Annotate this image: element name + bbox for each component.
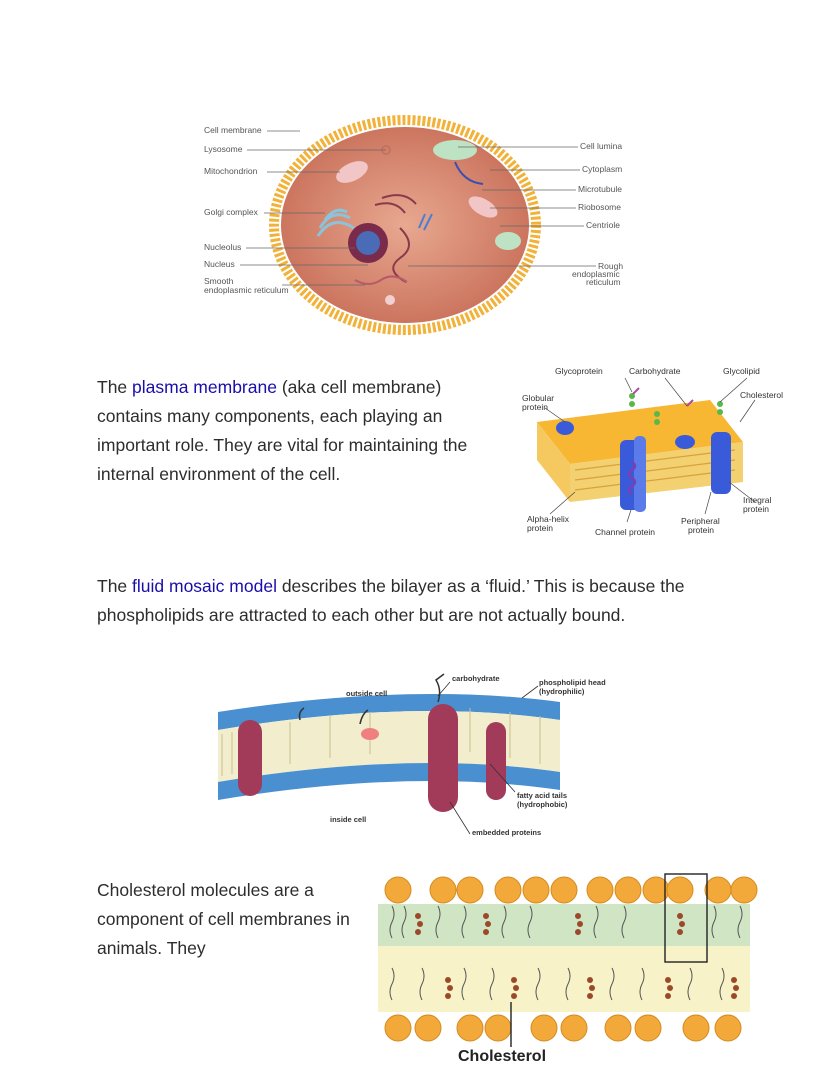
fluid-mosaic-diagram: carbohydrate phospholipid head (hydrophi… [210,672,630,847]
paragraph-plasma-membrane: The plasma membrane (aka cell membrane) … [97,373,507,489]
label-nucleus: Nucleus [204,259,235,269]
paragraph-fluid-mosaic: The fluid mosaic model describes the bil… [97,572,717,630]
label-embedded-proteins: embedded proteins [472,828,542,837]
label-integral: Integral [743,495,772,505]
label-globular-protein: protein [522,402,548,412]
label-inside-cell: inside cell [330,815,367,824]
para1-rest: (aka cell membrane) contains many compon… [97,377,468,484]
cholesterol-bilayer-illustration [378,873,758,1047]
para2-prefix: The [97,576,133,596]
label-peripheral-protein: protein [688,525,714,535]
cell-illustration [240,115,596,335]
label-ribosome: Riobosome [578,202,621,212]
label-microtubule: Microtubule [578,184,622,194]
label-cholesterol: Cholesterol [740,390,783,400]
label-fatty-acid-tails: fatty acid tails [517,791,568,800]
label-carbohydrate: Carbohydrate [629,366,681,376]
label-alpha-helix-protein: protein [527,523,553,533]
label-alpha-helix: Alpha-helix [527,514,570,524]
para1-prefix: The [97,377,133,397]
membrane-illustration [537,377,756,523]
label-nucleolus: Nucleolus [204,242,242,252]
label-reticulum: reticulum [586,277,621,287]
label-hydrophobic: (hydrophobic) [517,800,568,809]
label-cell-lumina: Cell lumina [580,141,623,151]
para3-text: Cholesterol molecules are a component of… [97,880,350,958]
label-smooth: Smooth [204,276,234,286]
label-glycoprotein: Glycoprotein [555,366,603,376]
label-phospholipid-head: phospholipid head [539,678,606,687]
label-mitochondrion: Mitochondrion [204,166,258,176]
cell-diagram: Cell membrane Lysosome Mitochondrion Gol… [200,110,640,340]
label-cytoplasm: Cytoplasm [582,164,623,174]
label-endoplasmic-reticulum: endoplasmic reticulum [204,285,289,295]
paragraph-cholesterol: Cholesterol molecules are a component of… [97,876,362,963]
cholesterol-diagram: Cholesterol [378,872,758,1067]
label-centriole: Centriole [586,220,621,230]
para2-rest: describes the bilayer as a ‘fluid.’ This… [97,576,685,625]
bilayer-illustration [218,673,560,835]
label-rough: Rough [598,261,624,271]
label-integral-protein: protein [743,504,769,514]
label-peripheral: Peripheral [681,516,720,526]
label-endoplasmic: endoplasmic [572,269,620,279]
label-globular: Globular [522,393,555,403]
label-golgi-complex: Golgi complex [204,207,258,217]
label-channel-protein: Channel protein [595,527,656,537]
label-hydrophilic: (hydrophilic) [539,687,585,696]
label-cell-membrane: Cell membrane [204,125,262,135]
label-lysosome: Lysosome [204,144,243,154]
label-carbohydrate-2: carbohydrate [452,674,500,683]
fluid-mosaic-model-link[interactable]: fluid mosaic model [132,576,277,596]
label-glycolipid: Glycolipid [723,366,760,376]
membrane-diagram: Glycoprotein Carbohydrate Glycolipid Glo… [515,362,805,542]
label-cholesterol-2: Cholesterol [458,1048,547,1065]
plasma-membrane-link[interactable]: plasma membrane [132,377,277,397]
label-outside-cell: outside cell [346,689,388,698]
